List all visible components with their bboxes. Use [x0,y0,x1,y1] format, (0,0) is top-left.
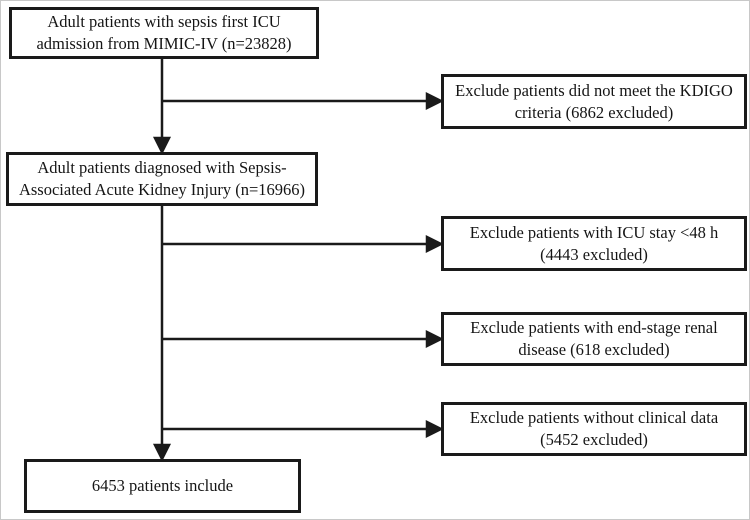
node-saki-cohort-label: Adult patients diagnosed with Sepsis- As… [18,158,306,199]
arrowhead-right-icu-stay [425,234,444,254]
arrowhead-down-saki [152,136,172,155]
arrowhead-down-final [152,443,172,462]
node-exclude-icu-stay-label: Exclude patients with ICU stay <48 h (44… [469,222,719,264]
node-final-cohort: 6453 patients include [24,459,301,513]
node-exclude-no-clinical-data: Exclude patients without clinical data (… [441,402,747,456]
node-initial-cohort: Adult patients with sepsis first ICU adm… [9,7,319,59]
arrowhead-right-kdigo [425,91,444,111]
node-initial-cohort-label: Adult patients with sepsis first ICU adm… [36,12,292,53]
node-exclude-esrd: Exclude patients with end-stage renal di… [441,312,747,366]
arrowhead-right-esrd [425,329,444,349]
arrowhead-right-no-data [425,419,444,439]
node-saki-cohort: Adult patients diagnosed with Sepsis- As… [6,152,318,206]
node-exclude-kdigo-label: Exclude patients did not meet the KDIGO … [455,80,733,122]
node-exclude-esrd-label: Exclude patients with end-stage renal di… [470,318,718,359]
node-exclude-kdigo: Exclude patients did not meet the KDIGO … [441,74,747,129]
node-final-cohort-label: 6453 patients include [91,476,234,495]
node-exclude-icu-stay: Exclude patients with ICU stay <48 h (44… [441,216,747,271]
node-exclude-no-clinical-data-label: Exclude patients without clinical data (… [469,408,719,449]
